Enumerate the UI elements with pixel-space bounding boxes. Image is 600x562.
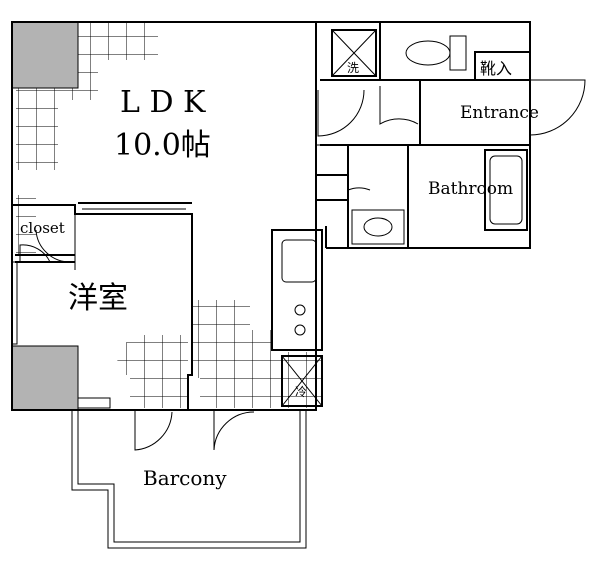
washing-machine: 洗	[331, 29, 377, 77]
door-swings	[19, 79, 586, 451]
bathtub	[484, 149, 528, 231]
washer-mark: 洗	[347, 61, 359, 75]
entrance-label: Entrance	[460, 103, 539, 123]
barcony-label: Barcony	[143, 466, 227, 490]
balcony	[71, 397, 307, 549]
tiled-floor	[16, 22, 322, 408]
ldk-label: L D K	[120, 85, 206, 120]
stove-burner-2	[294, 324, 306, 336]
washbasin	[351, 209, 405, 245]
kitchen-sink	[281, 239, 317, 283]
pillar-top-left	[11, 21, 79, 89]
kitchen-counter	[271, 229, 323, 351]
closet-label: closet	[20, 219, 65, 237]
fridge-mark: 冷	[295, 385, 307, 399]
bathroom-label: Bathroom	[428, 179, 513, 199]
kitchen: 冷	[271, 229, 323, 407]
pillar-bottom-left	[11, 345, 79, 411]
toilet	[405, 35, 467, 71]
shoe-storage-label: 靴入	[480, 59, 512, 78]
ldk-size: 10.0帖	[114, 128, 211, 163]
fridge-space	[281, 355, 323, 407]
stove-burner-1	[294, 304, 306, 316]
western-room-label: 洋室	[68, 281, 128, 316]
room-labels: L D K 10.0帖 洋室 closet Bathroom Entrance …	[20, 59, 539, 490]
